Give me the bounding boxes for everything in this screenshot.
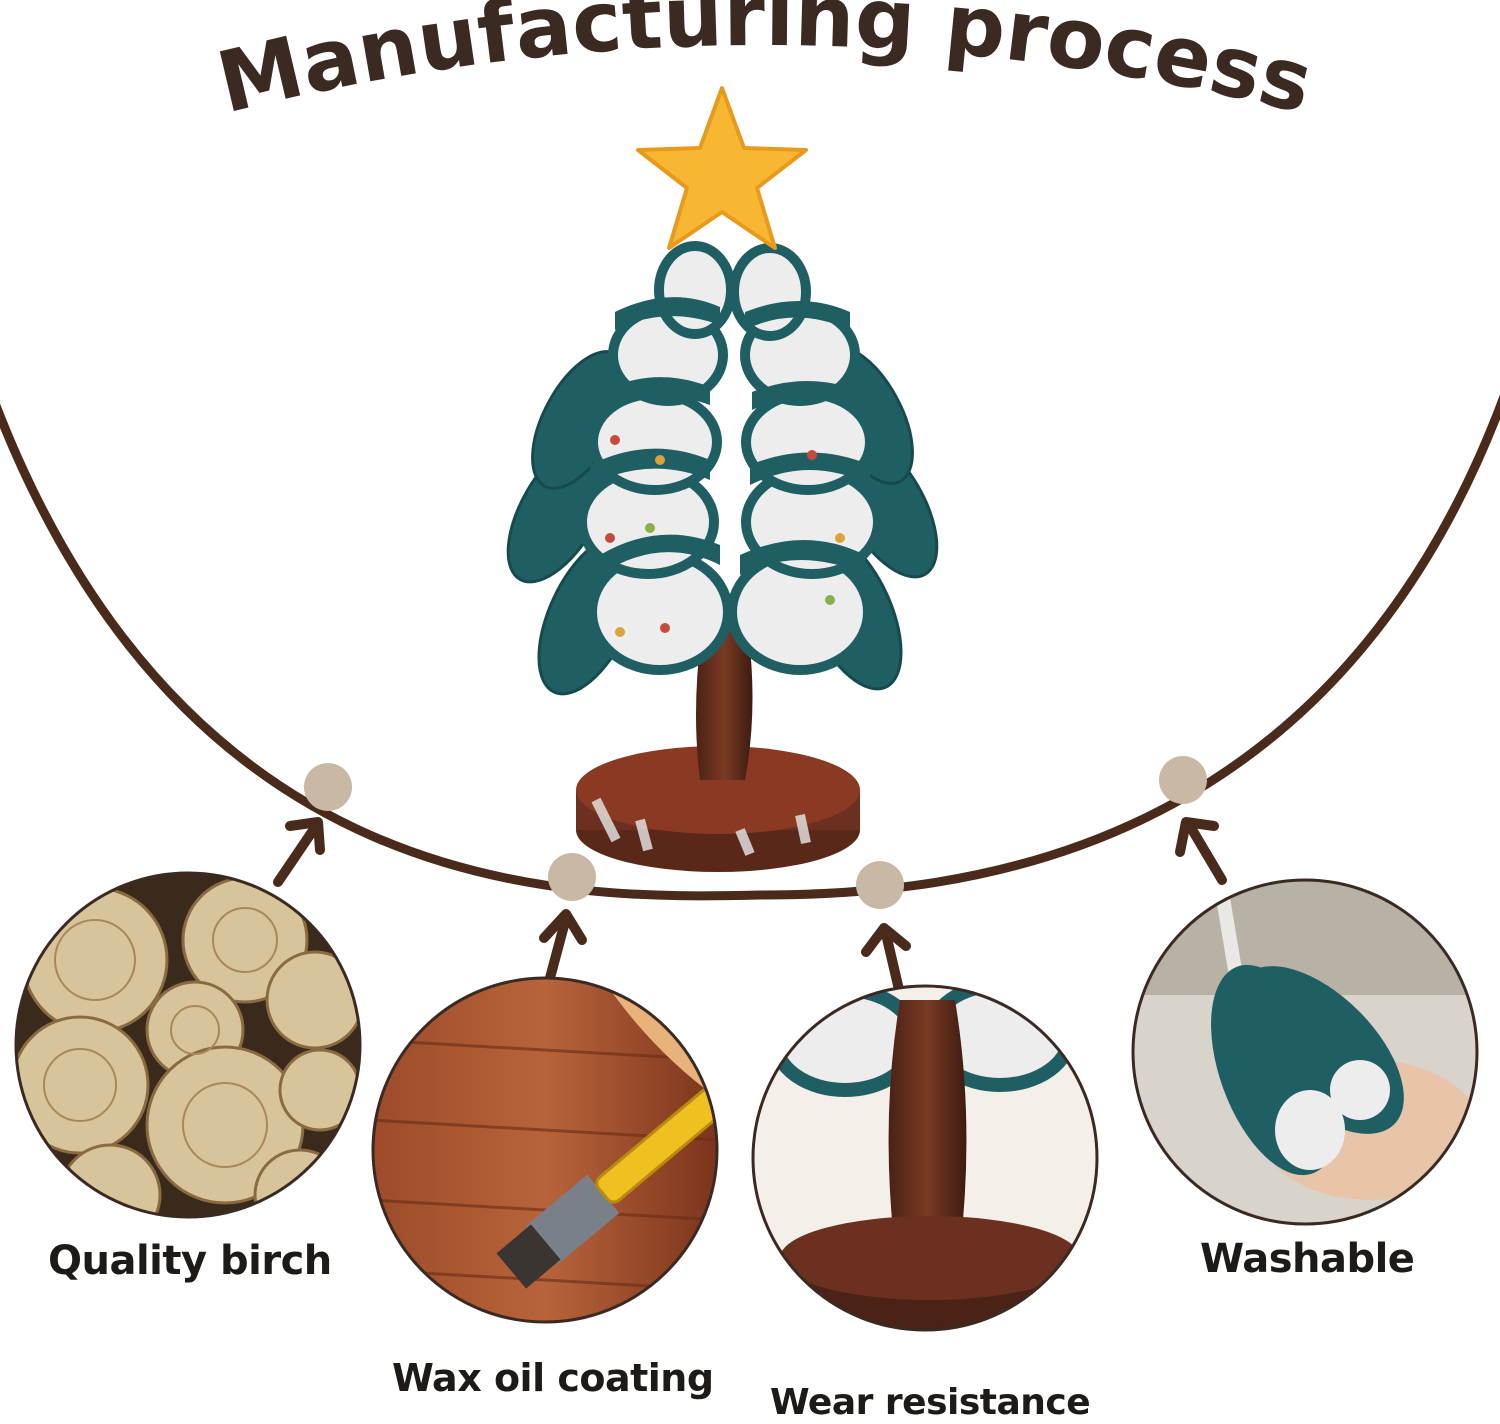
- arc-node-2: [548, 853, 596, 901]
- photo-frame: [14, 871, 362, 1219]
- arc-node-1: [304, 763, 352, 811]
- process-arc: [0, 393, 1500, 901]
- christmas-tree-icon: [506, 86, 939, 872]
- arrow-icon: [1175, 817, 1227, 885]
- arc-node-3: [856, 861, 904, 909]
- paint-brush-photo: [373, 978, 717, 1322]
- arrow-icon: [273, 817, 325, 887]
- arrow-icon: [539, 909, 587, 983]
- arc-node-4: [1159, 756, 1207, 804]
- feature-label-wax-oil-coating: Wax oil coating: [392, 1356, 714, 1400]
- feature-label-quality-birch: Quality birch: [48, 1238, 332, 1284]
- tree-trunk-base-photo: [753, 986, 1097, 1330]
- page-title: Manufacturing process: [208, 0, 1321, 132]
- feature-label-wear-resistance: Wear resistance: [770, 1382, 1091, 1423]
- photo-frame: [1131, 878, 1479, 1226]
- water-rinse-photo: [1133, 880, 1477, 1224]
- feature-label-washable: Washable: [1200, 1236, 1415, 1282]
- photo-frame: [371, 976, 719, 1324]
- photo-frame: [751, 984, 1099, 1332]
- arrow-icon: [861, 923, 911, 999]
